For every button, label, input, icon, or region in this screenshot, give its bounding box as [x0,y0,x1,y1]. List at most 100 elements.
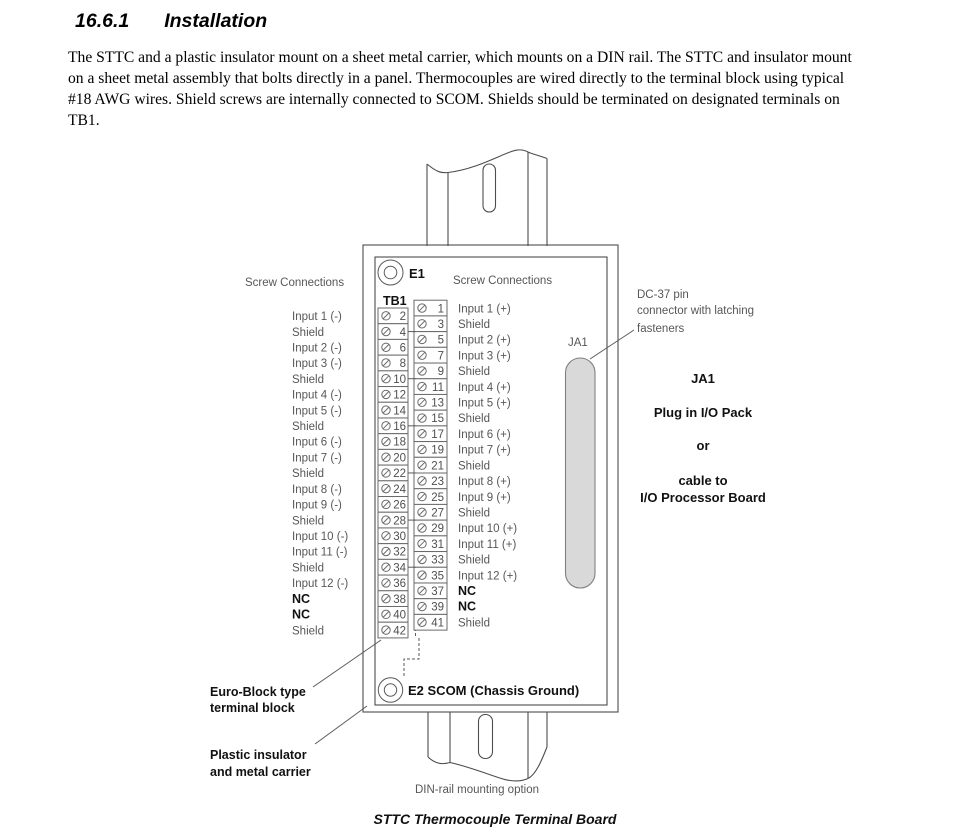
terminal-number-39: 39 [431,602,444,614]
terminal-number-11: 11 [432,382,444,394]
screw-icon-slash [382,595,390,602]
terminal-label-39: NC [458,600,476,614]
scom-bus-to-e2-dashed [403,638,420,678]
terminal-label-10: Shield [292,374,324,386]
e2-screw [377,677,404,703]
e2-screw-outer [377,677,404,703]
terminal-label-11: Input 4 (+) [458,382,511,394]
terminal-number-16: 16 [393,421,406,433]
terminal-number-20: 20 [393,452,406,464]
e2-scom-label: E2 SCOM (Chassis Ground) [408,683,579,698]
terminal-label-26: Input 9 (-) [292,500,342,512]
screw-icon-slash [382,548,390,555]
screw-icon [381,546,391,557]
screw-icon-slash [382,422,390,430]
screw-icon-slash [382,312,390,320]
terminal-number-9: 9 [438,366,444,378]
terminal-label-15: Shield [458,413,490,425]
terminal-number-31: 31 [431,539,444,551]
screw-icon-slash [382,343,390,351]
screw-icon [417,476,427,486]
euro-block-callout: Euro-Block type terminal block [210,685,306,715]
terminal-label-4: Shield [292,327,324,339]
figure-caption: STTC Thermocouple Terminal Board [374,811,617,827]
screw-icon [381,326,391,337]
screw-icon-slash [382,516,390,524]
terminal-label-13: Input 5 (+) [458,398,511,410]
screw-icon-slash [418,618,426,626]
insulator-label-line1: Plastic insulator [210,748,307,762]
terminal-number-37: 37 [431,586,444,598]
screw-icon [417,586,427,596]
screw-icon [417,381,427,392]
screw-icon-slash [382,469,390,477]
terminal-number-13: 13 [431,398,444,410]
terminal-number-24: 24 [393,484,406,496]
screw-icon [381,389,391,400]
body-paragraph: The STTC and a plastic insulator mount o… [68,47,852,131]
terminal-label-24: Input 8 (-) [292,484,342,496]
terminal-number-10: 10 [393,374,406,386]
terminal-label-42: Shield [292,625,324,637]
screw-icon [381,421,391,431]
terminal-number-28: 28 [393,515,406,527]
terminal-label-29: Input 10 (+) [458,523,517,535]
e1-screw-outer [377,259,404,286]
screw-icon [417,334,427,345]
terminal-label-40: NC [292,608,310,622]
screw-icon [381,405,391,415]
terminal-number-27: 27 [431,507,444,519]
terminal-label-25: Input 9 (+) [458,492,511,504]
screw-icon [417,319,427,329]
din-rail-bracket-bottom [427,712,548,782]
terminal-label-7: Input 3 (+) [458,350,511,362]
terminal-number-42: 42 [393,625,406,637]
screw-icon-slash [418,430,426,438]
terminal-label-22: Shield [292,468,324,480]
screw-icon-slash [382,375,390,383]
ja1-leader-line [589,329,635,360]
terminal-label-1: Input 1 (+) [458,303,511,315]
bracket-bottom-edge [427,746,548,782]
terminal-label-8: Input 3 (-) [292,358,342,370]
terminal-number-3: 3 [438,319,444,331]
terminal-label-20: Input 7 (-) [292,452,342,464]
screw-icon [417,350,427,360]
screw-icon-slash [418,383,426,390]
ja1-connector [564,357,596,589]
screw-connections-left-label: Screw Connections [245,277,344,289]
screw-icon-slash [418,351,426,359]
sttc-terminal-board-diagram: E1 Screw Connections Screw Connections T… [210,149,766,827]
terminal-label-35: Input 12 (+) [458,570,517,582]
ja1-or: or [697,438,710,453]
screw-icon-slash [382,532,390,540]
terminal-number-22: 22 [393,468,406,480]
terminal-label-17: Input 6 (+) [458,429,511,441]
screw-icon [417,523,427,533]
screw-icon-slash [418,493,426,500]
terminal-number-40: 40 [393,610,406,622]
dc37-note-line3: fasteners [637,323,685,335]
terminal-number-29: 29 [431,523,444,535]
section-number: 16.6.1 [75,10,130,32]
screw-icon-slash [418,367,426,375]
screw-icon [417,539,427,549]
ja1-heading: JA1 [691,371,715,386]
screw-icon-slash [382,391,390,398]
screw-icon-slash [418,446,426,453]
terminal-number-5: 5 [438,335,444,347]
terminal-label-21: Shield [458,460,490,472]
e1-label: E1 [409,266,425,281]
ja1-connector-label: JA1 [568,337,588,349]
din-slot-top [482,163,497,213]
terminal-number-34: 34 [393,562,406,574]
screw-connections-right-label: Screw Connections [453,275,552,287]
terminal-label-3: Shield [458,319,490,331]
insulator-leader-line [314,705,368,745]
terminal-label-16: Shield [292,421,324,433]
terminal-number-36: 36 [393,578,406,590]
screw-icon [417,554,427,565]
screw-icon-slash [418,556,426,563]
screw-icon [381,562,391,572]
